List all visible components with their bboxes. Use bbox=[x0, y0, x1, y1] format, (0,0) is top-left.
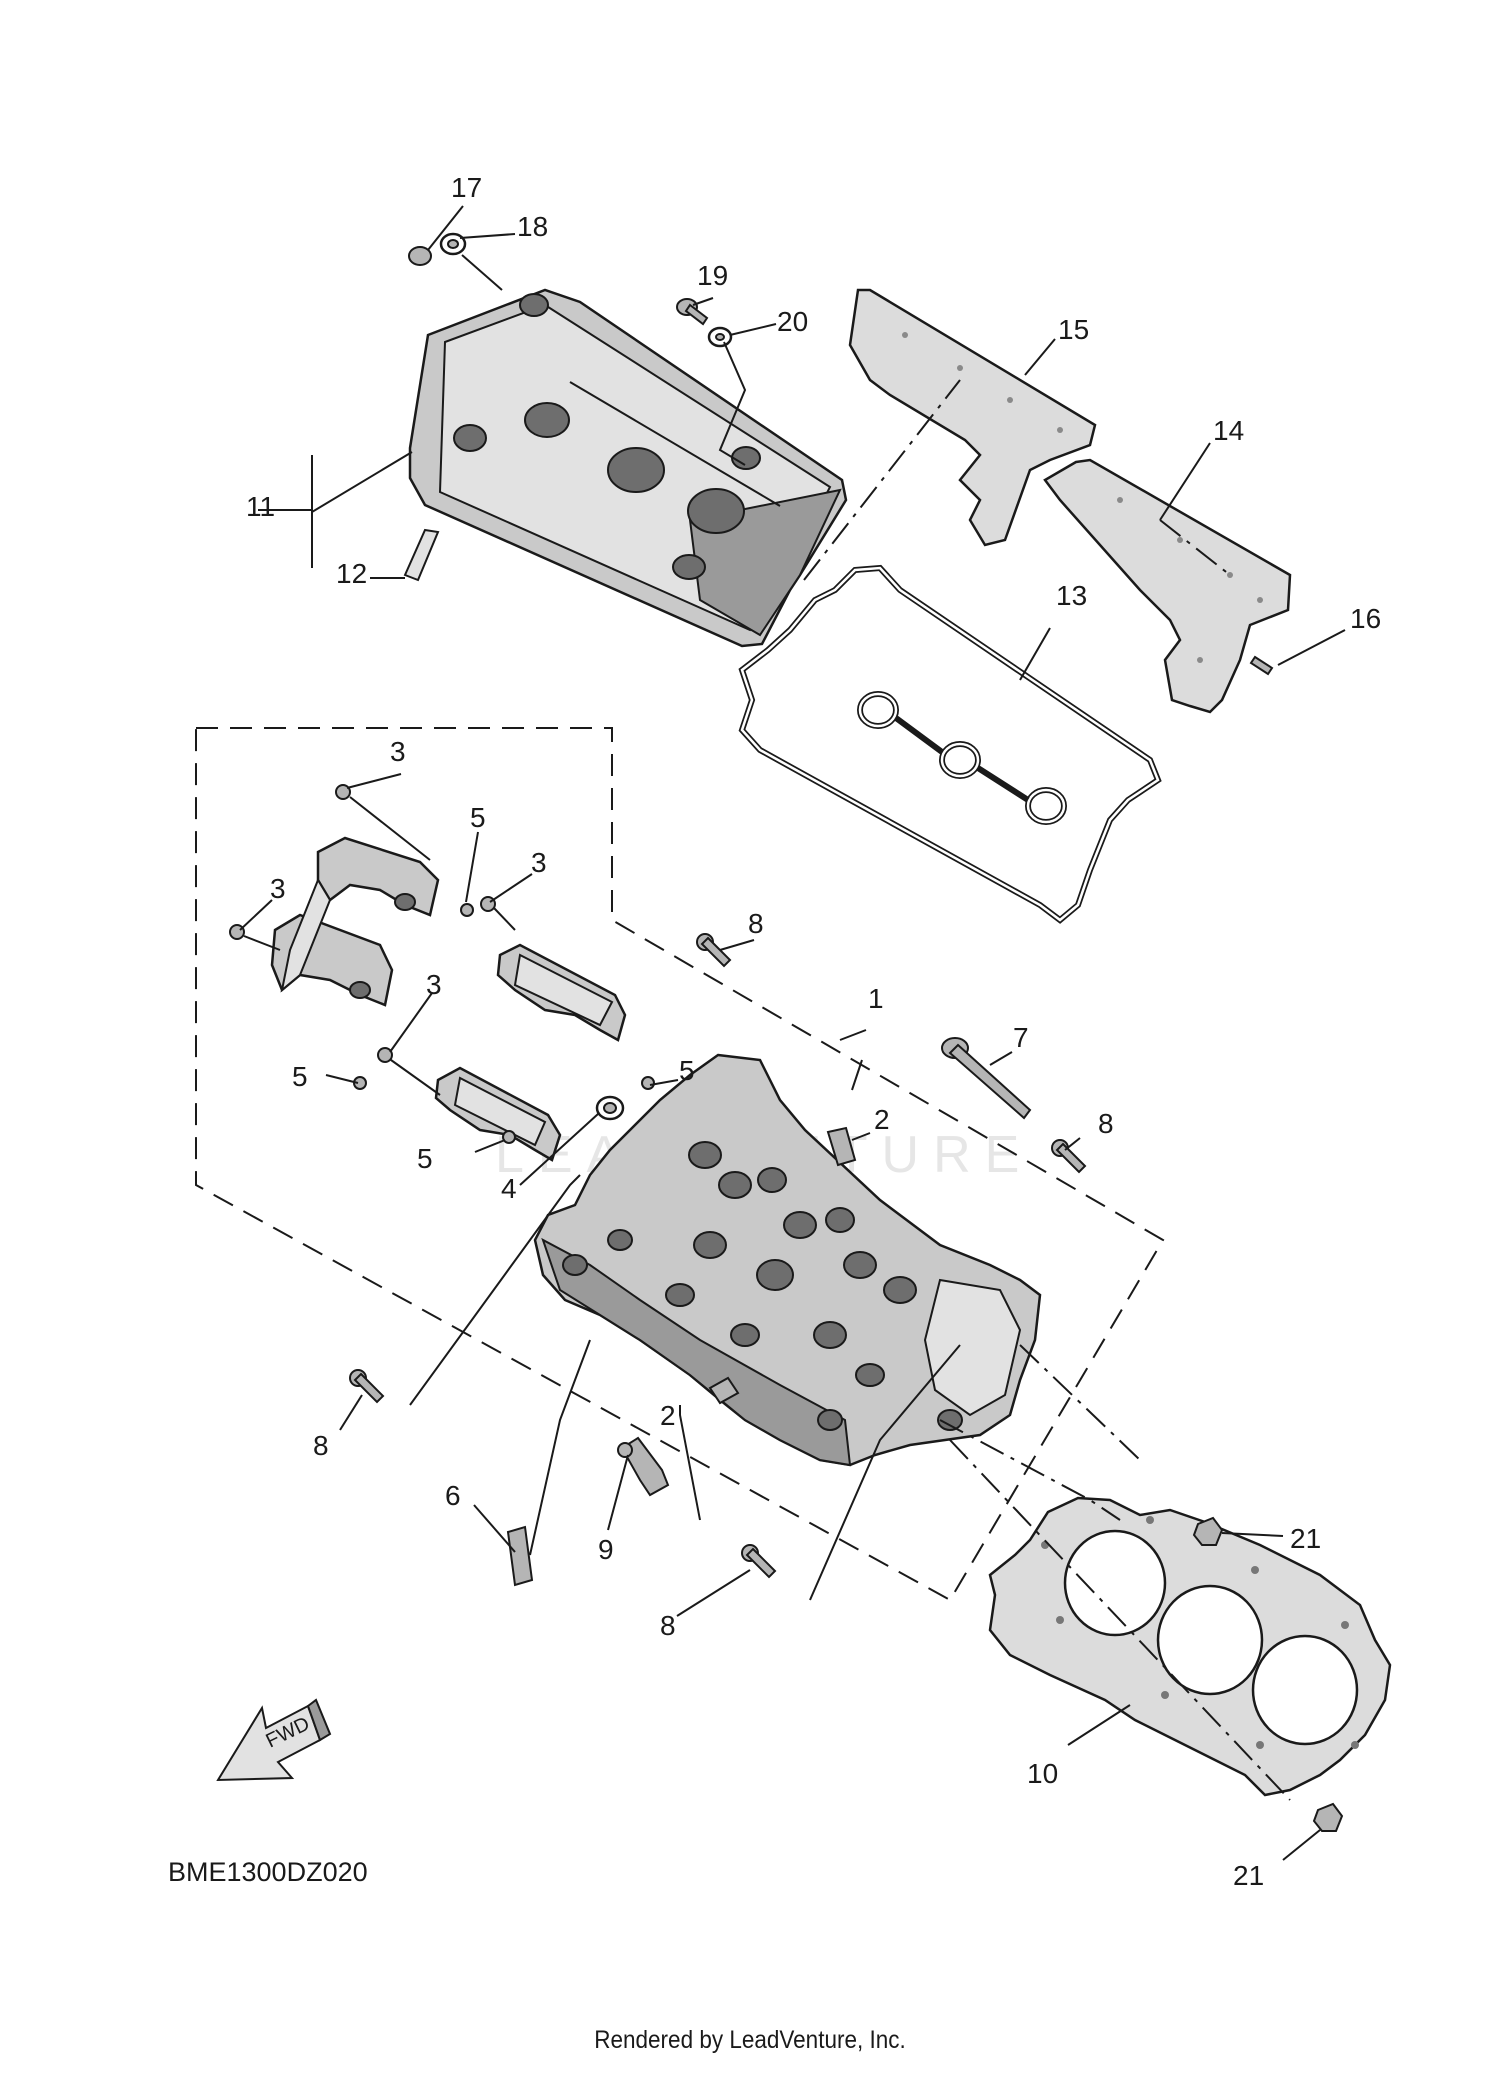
cylinder-head-cover bbox=[408, 288, 848, 648]
callout-8a: 8 bbox=[748, 908, 764, 939]
alignment-lines bbox=[803, 379, 1291, 1801]
cap-nut-17 bbox=[408, 246, 432, 266]
leader-lines bbox=[239, 205, 1346, 1861]
callout-3a: 3 bbox=[390, 736, 406, 767]
fwd-direction-arrow: FWD bbox=[216, 1698, 332, 1782]
cylinder-head-gasket-10 bbox=[988, 1496, 1392, 1797]
callout-3c: 3 bbox=[270, 873, 286, 904]
head-cover-gasket-13 bbox=[738, 564, 1162, 924]
callout-7: 7 bbox=[1013, 1022, 1029, 1053]
callout-3d: 3 bbox=[426, 969, 442, 1000]
callout-8c: 8 bbox=[313, 1430, 329, 1461]
callout-labels: 17 18 19 20 15 14 11 12 13 16 3 5 3 3 8 … bbox=[246, 172, 1381, 1891]
bolt-16 bbox=[1249, 655, 1274, 676]
callout-5b: 5 bbox=[679, 1055, 695, 1086]
callout-21a: 21 bbox=[1290, 1523, 1321, 1554]
callout-14: 14 bbox=[1213, 415, 1244, 446]
callout-5a: 5 bbox=[470, 802, 486, 833]
callout-20: 20 bbox=[777, 306, 808, 337]
bolts-8 bbox=[349, 933, 1087, 1579]
callout-12: 12 bbox=[336, 558, 367, 589]
sensor-9 bbox=[617, 1436, 670, 1497]
diagram-code: BME1300DZ020 bbox=[168, 1857, 368, 1887]
callout-8d: 8 bbox=[660, 1610, 676, 1641]
callout-1: 1 bbox=[868, 983, 884, 1014]
guide-pin-6 bbox=[506, 1525, 534, 1587]
camshaft-cap-mid bbox=[496, 943, 627, 1042]
callout-16: 16 bbox=[1350, 603, 1381, 634]
callout-10: 10 bbox=[1027, 1758, 1058, 1789]
dowel-2-upper bbox=[826, 1126, 857, 1167]
callout-11: 11 bbox=[246, 491, 275, 522]
callout-8b: 8 bbox=[1098, 1108, 1114, 1139]
camshaft-cap-group-boundary bbox=[195, 727, 1165, 1602]
breather-plate bbox=[403, 528, 440, 582]
callout-2b: 2 bbox=[660, 1400, 676, 1431]
callout-17: 17 bbox=[451, 172, 482, 203]
callout-5d: 5 bbox=[417, 1143, 433, 1174]
callout-21b: 21 bbox=[1233, 1860, 1264, 1891]
small-fasteners bbox=[229, 784, 655, 1144]
callout-5c: 5 bbox=[292, 1061, 308, 1092]
callout-13: 13 bbox=[1056, 580, 1087, 611]
cover-gasket-15 bbox=[848, 288, 1097, 547]
camshaft-cap-large bbox=[270, 836, 440, 1007]
nut-21-lower bbox=[1312, 1802, 1344, 1832]
callout-3b: 3 bbox=[531, 847, 547, 878]
callout-18: 18 bbox=[517, 211, 548, 242]
nut-21-upper bbox=[1192, 1516, 1224, 1546]
callout-19: 19 bbox=[697, 260, 728, 291]
cover-gasket-14 bbox=[1043, 458, 1292, 714]
rendered-by-footer: Rendered by LeadVenture, Inc. bbox=[594, 2026, 906, 2054]
dowel-2-lower bbox=[708, 1376, 740, 1405]
callout-6: 6 bbox=[445, 1480, 461, 1511]
bolt-7 bbox=[941, 1037, 1032, 1120]
callout-2a: 2 bbox=[874, 1104, 890, 1135]
callout-9: 9 bbox=[598, 1534, 614, 1565]
callout-4: 4 bbox=[501, 1173, 517, 1204]
callout-15: 15 bbox=[1058, 314, 1089, 345]
cylinder-head bbox=[533, 1053, 1042, 1467]
camshaft-cap-lower bbox=[434, 1066, 562, 1162]
